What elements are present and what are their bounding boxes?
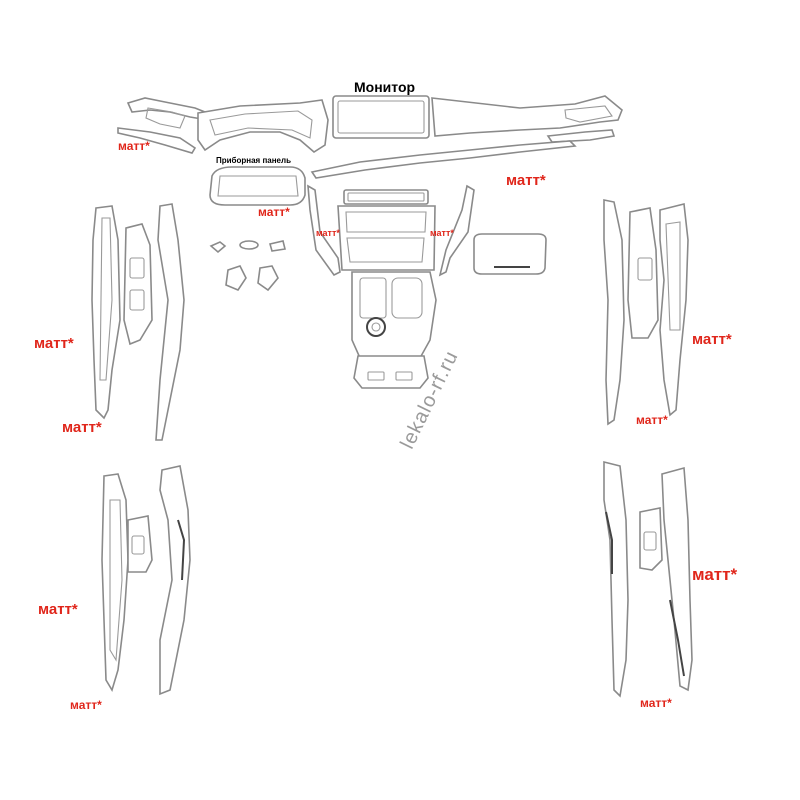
monitor-screen bbox=[332, 95, 430, 139]
center-console bbox=[307, 184, 475, 389]
instrument-cluster-surround bbox=[197, 99, 329, 153]
dashboard-trim-left bbox=[117, 97, 211, 154]
matt-label-rear-right-lower: матт* bbox=[640, 696, 672, 710]
monitor-label: Монитор bbox=[354, 79, 416, 95]
matt-label-rear-left-lower: матт* bbox=[70, 698, 102, 712]
glovebox-insert bbox=[473, 233, 547, 275]
matt-label-front-right-upper: матт* bbox=[692, 331, 732, 348]
small-vent-clips bbox=[209, 240, 286, 292]
matt-label-front-right-lower: матт* bbox=[636, 413, 668, 427]
rear-left-door-panels bbox=[101, 465, 191, 696]
matt-label-dashboard-right: матт* bbox=[506, 172, 546, 189]
matt-label-dashboard-left: матт* bbox=[118, 139, 150, 153]
rear-right-door-panels bbox=[603, 460, 693, 698]
matt-label-front-left-upper: матт* bbox=[34, 335, 74, 352]
matt-label-console-left: матт* bbox=[316, 228, 340, 238]
matt-label-rear-right-upper: матт* bbox=[692, 565, 738, 584]
front-left-door-panels bbox=[91, 203, 185, 441]
instrument-panel-label: Приборная панель bbox=[216, 156, 292, 165]
matt-label-rear-left-upper: матт* bbox=[38, 601, 78, 618]
front-right-door-panels bbox=[603, 199, 689, 426]
matt-label-instrument-panel: матт* bbox=[258, 205, 290, 219]
instrument-panel-cover bbox=[209, 166, 306, 206]
dashboard-trim-right bbox=[431, 95, 623, 143]
matt-label-console-right: матт* bbox=[430, 228, 454, 238]
dashboard-strip bbox=[310, 140, 577, 179]
matt-label-front-left-lower: матт* bbox=[62, 419, 102, 436]
